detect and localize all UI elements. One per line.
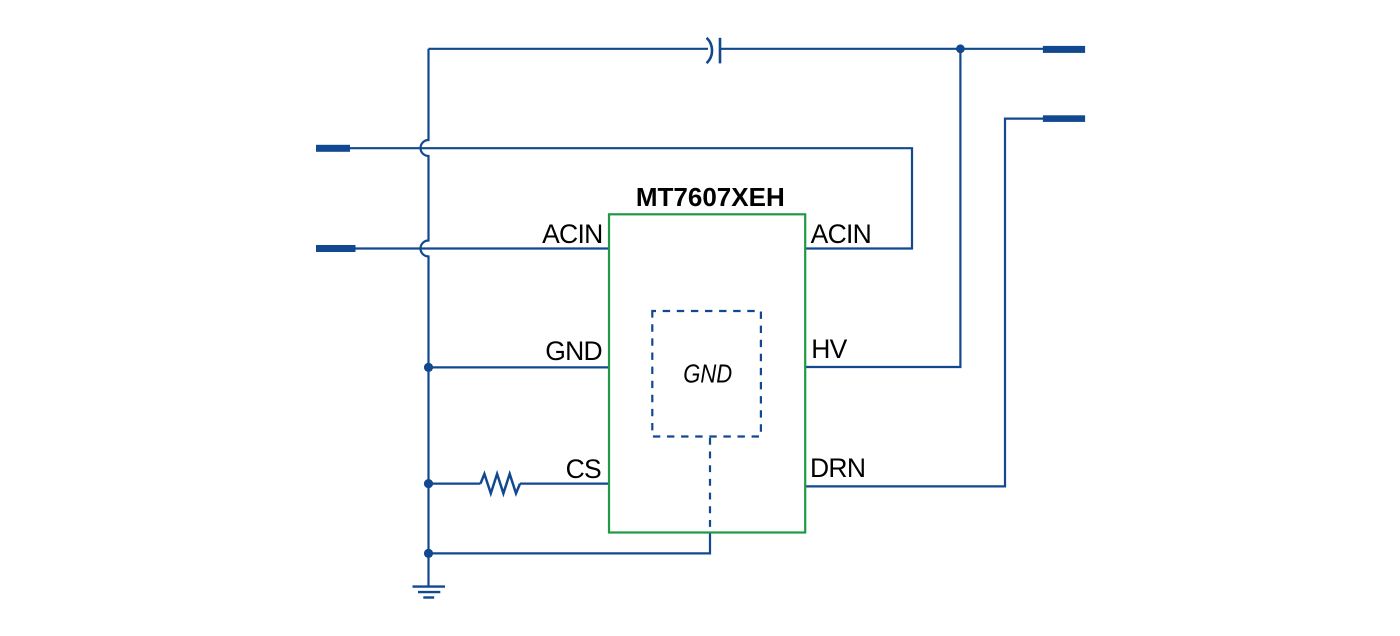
svg-text:CS: CS: [566, 454, 601, 484]
svg-text:MT7607XEH: MT7607XEH: [636, 182, 785, 212]
svg-text:ACIN: ACIN: [542, 219, 603, 249]
svg-text:ACIN: ACIN: [811, 219, 872, 249]
svg-text:DRN: DRN: [810, 453, 865, 483]
svg-text:HV: HV: [811, 334, 847, 364]
svg-text:GND: GND: [683, 361, 732, 389]
svg-text:GND: GND: [545, 336, 602, 366]
